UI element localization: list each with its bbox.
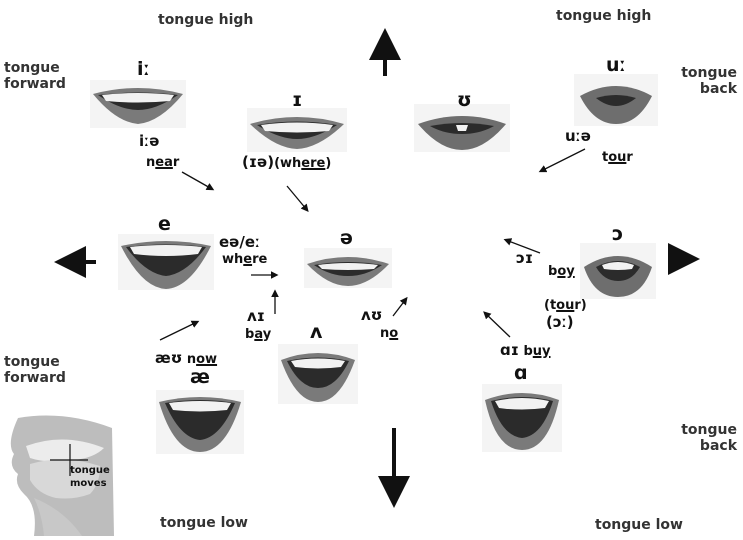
word-part: wh <box>222 252 244 267</box>
diphthong-tour-ipa: uːə <box>565 127 591 145</box>
word-part: t <box>602 150 609 165</box>
diphthong-where1-ipa: (ɪə) <box>242 153 275 171</box>
word-underlined-part: ou <box>556 298 575 313</box>
word-underlined-part: oy <box>557 264 575 279</box>
vowel-schwa: ə <box>340 227 353 249</box>
label-tongue-high-right: tongue high <box>556 8 652 24</box>
word-underlined-part: ou <box>608 150 627 165</box>
arrow-buy <box>483 311 511 338</box>
diphthong-boy-ipa: ɔɪ <box>516 249 534 267</box>
diphthong-where1: (ɪə)(where) <box>242 153 331 171</box>
diphthong-bay-word: bay <box>245 327 271 342</box>
mouth-alpha <box>482 384 562 452</box>
diphthong-near-ipa: iːə <box>139 132 160 150</box>
diphthong-near-word: near <box>146 155 179 170</box>
vowel-alpha: ɑ <box>514 362 528 384</box>
label-line: back <box>699 81 737 97</box>
label-tongue-forward-top: tongue forward <box>4 60 66 92</box>
label-tongue-forward-bottom: tongue forward <box>4 354 66 386</box>
mouth-schwa <box>304 248 392 288</box>
vowel-e: e <box>158 213 171 235</box>
arrow-near <box>181 171 215 191</box>
diphthong-tour2-word: (tour) <box>544 298 587 313</box>
label-line: back <box>699 438 737 454</box>
vowel-ae: æ <box>190 366 210 388</box>
label-line: forward <box>4 76 66 92</box>
word-part: r <box>626 150 633 165</box>
word-part: y <box>262 327 272 342</box>
word-part: b <box>548 264 558 279</box>
word-part: b <box>523 344 533 359</box>
label-tongue-low-right: tongue low <box>595 517 683 533</box>
label-tongue-high-left: tongue high <box>158 12 254 28</box>
label-line: tongue <box>681 65 737 81</box>
vowel-i-long: iː <box>137 58 150 80</box>
arrow-tour <box>538 148 586 173</box>
mouth-open-o <box>580 243 656 299</box>
label-line: forward <box>4 370 66 386</box>
diphthong-where2-ipa: eə/eː <box>219 233 261 251</box>
word-underlined-part: a <box>254 327 263 342</box>
word-underlined-part: o <box>389 326 399 341</box>
word-part: ) <box>325 156 332 171</box>
label-line: tongue <box>4 60 60 76</box>
word-part: b <box>245 327 255 342</box>
mouth-u-short <box>414 104 510 152</box>
word-part: n <box>146 155 156 170</box>
label-tongue-back-top: tongue back <box>681 65 737 97</box>
diphthong-tour-word: tour <box>602 150 633 165</box>
word-part: (t <box>544 298 557 313</box>
diphthong-buy: ɑɪ buy <box>500 341 551 359</box>
diphthong-buy-ipa: ɑɪ <box>500 341 519 359</box>
arrow-where1 <box>286 185 309 212</box>
arrow-no <box>392 296 408 317</box>
mouth-e <box>118 234 214 290</box>
label-line: tongue <box>4 354 60 370</box>
diphthong-now-ipa: æʊ <box>155 349 183 367</box>
vowel-open-o: ɔ <box>612 223 624 245</box>
diphthong-no-word: no <box>380 326 398 341</box>
word-part: re <box>252 252 268 267</box>
mouth-u-long <box>574 74 658 126</box>
label-line: tongue <box>681 422 737 438</box>
diphthong-bay-ipa: ʌɪ <box>247 307 265 325</box>
diphthong-where2-word: where <box>222 252 267 267</box>
mouth-wedge <box>278 344 358 404</box>
arrow-boy <box>503 238 541 254</box>
diphthong-no-ipa: ʌʊ <box>361 306 383 324</box>
inset-caption-2: moves <box>70 478 107 489</box>
inset-caption-1: tongue <box>70 465 110 476</box>
mouth-i-short <box>247 108 347 152</box>
word-part: n <box>380 326 390 341</box>
vowel-i-short: ɪ <box>292 89 303 111</box>
word-part: n <box>186 352 197 367</box>
word-underlined-part: uy <box>532 344 551 359</box>
word-part: r) <box>574 298 587 313</box>
word-underlined-part: ea <box>155 155 173 170</box>
label-tongue-back-bottom: tongue back <box>681 422 737 454</box>
arrow-now <box>159 320 200 341</box>
diphthong-now: æʊ now <box>155 349 217 367</box>
head-diagram <box>4 414 118 536</box>
mouth-ae <box>156 390 244 454</box>
word-underlined-part: ere <box>301 156 326 171</box>
word-part: r <box>172 155 180 170</box>
word-underlined-part: e <box>243 252 253 267</box>
vowel-u-long: uː <box>606 54 626 76</box>
diphthong-tour2-ipa: (ɔː) <box>546 313 574 331</box>
diphthong-boy-word: boy <box>548 264 575 279</box>
word-part: (wh <box>274 156 302 171</box>
word-underlined-part: ow <box>196 352 218 367</box>
label-tongue-low-left: tongue low <box>160 515 248 531</box>
mouth-i-long <box>90 80 186 128</box>
vowel-wedge: ʌ <box>310 321 323 343</box>
vowel-u-short: ʊ <box>457 89 472 111</box>
